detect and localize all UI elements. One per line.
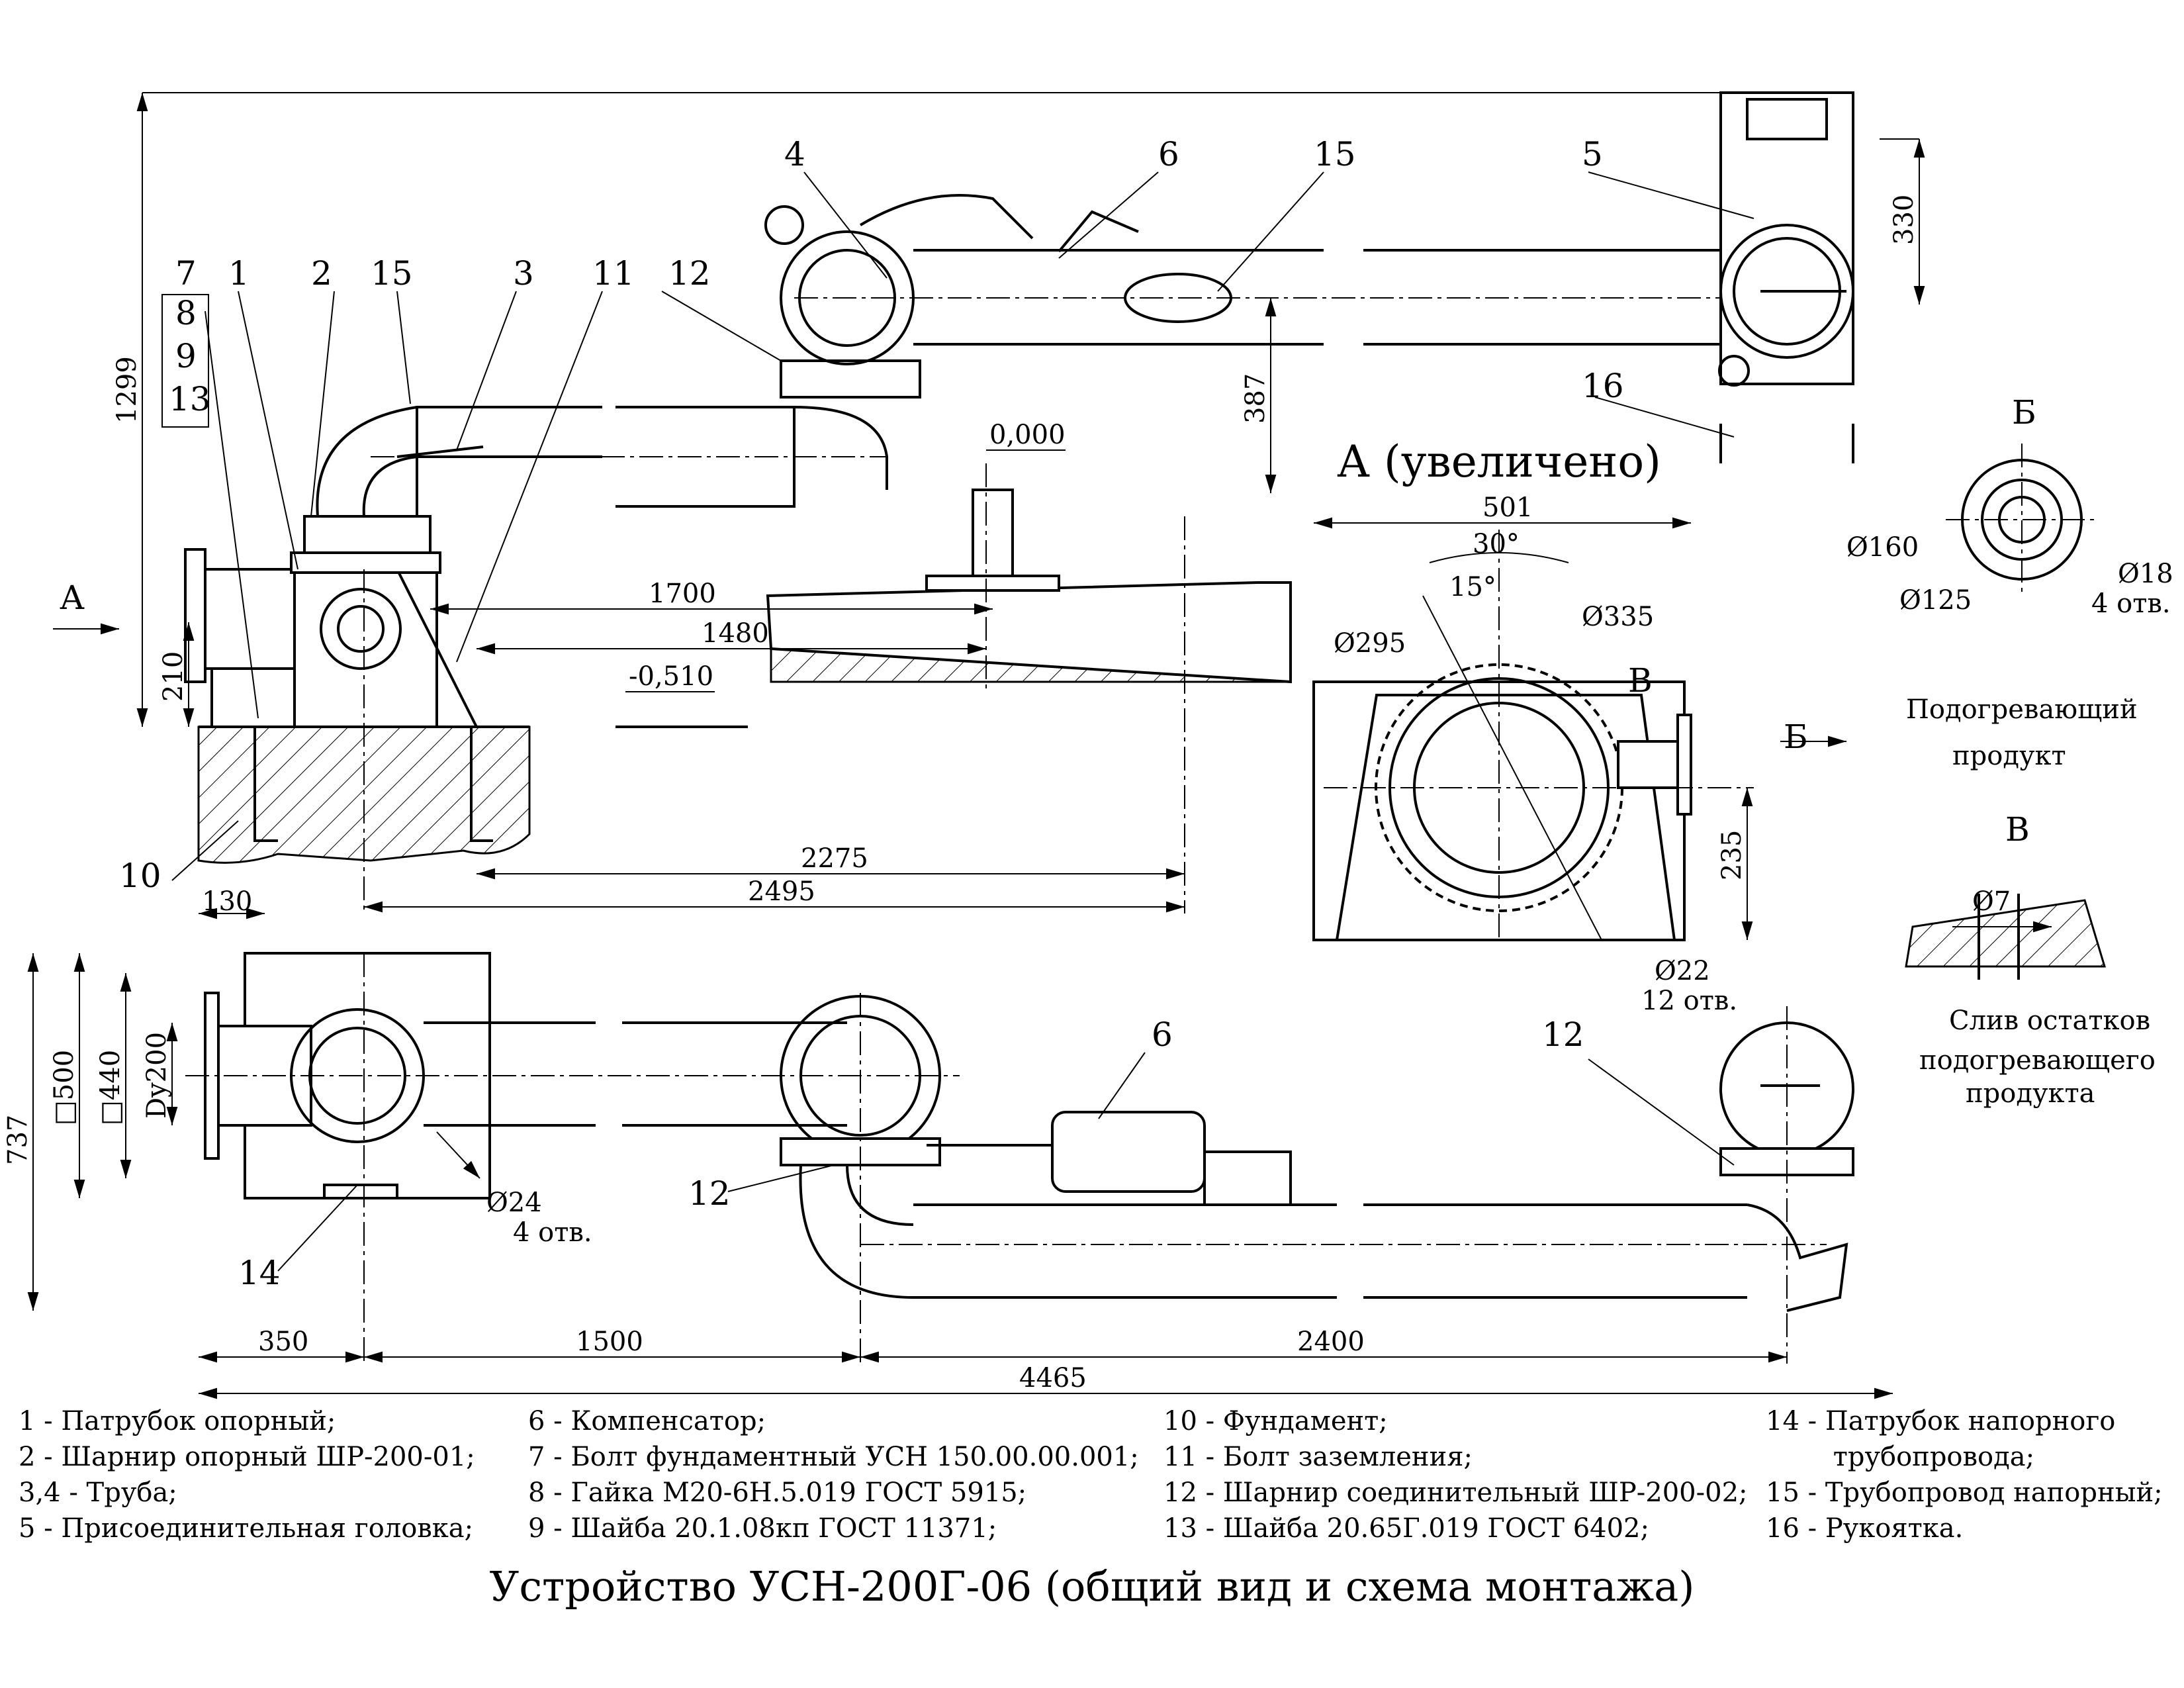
side-view — [184, 91, 1854, 914]
parts-legend: 1 - Патрубок опорный; 2 - Шарнир опорный… — [19, 1403, 2176, 1556]
callout-15: 15 — [371, 254, 413, 293]
callout-7: 7 — [175, 254, 197, 293]
callout-12b: 12 — [688, 1174, 731, 1213]
dia-22-count: 12 отв. — [1641, 986, 1737, 1016]
dia-18: Ø18 — [2118, 559, 2173, 589]
labels: 7 1 2 15 3 11 8 9 13 12 4 6 15 5 16 10 1… — [3, 135, 2173, 1393]
view-b — [1780, 444, 2098, 747]
callout-8: 8 — [175, 294, 197, 332]
dia-24-count: 4 отв. — [513, 1217, 592, 1248]
view-a — [1312, 517, 1754, 941]
legend-item: 15 - Трубопровод напорный; — [1766, 1477, 2163, 1508]
dim-130: 130 — [202, 886, 252, 917]
legend-column-1: 1 - Патрубок опорный; 2 - Шарнир опорный… — [19, 1403, 475, 1546]
leaders — [171, 171, 1754, 1272]
heating-2: продукт — [1952, 741, 2066, 771]
callout-15b: 15 — [1314, 135, 1356, 173]
callout-12c: 12 — [1542, 1015, 1584, 1054]
dia-295: Ø295 — [1334, 628, 1406, 659]
callout-4: 4 — [784, 135, 805, 173]
legend-item: 11 - Болт заземления; — [1163, 1442, 1473, 1472]
plan-dimensions — [27, 953, 1893, 1399]
dim-2275: 2275 — [801, 843, 868, 874]
callout-3: 3 — [513, 254, 534, 293]
view-v-mark: В — [1628, 661, 1653, 700]
detail-v — [1905, 894, 2107, 980]
callout-13: 13 — [169, 380, 211, 418]
callout-16: 16 — [1582, 367, 1624, 405]
legend-item: 8 - Гайка М20-6Н.5.019 ГОСТ 5915; — [528, 1477, 1027, 1508]
dim-737: 737 — [3, 1115, 33, 1165]
view-b-title: Б — [2012, 393, 2036, 432]
drain-1: Слив остатков — [1949, 1006, 2150, 1036]
elev-0: 0,000 — [989, 420, 1066, 450]
dia-125: Ø125 — [1899, 585, 1972, 616]
dia-335: Ø335 — [1582, 602, 1654, 632]
arrow-a-label: А — [60, 579, 85, 617]
callout-12: 12 — [668, 254, 711, 293]
legend-column-4: 14 - Патрубок напорного трубопровода; 15… — [1766, 1403, 2163, 1546]
dim-2400: 2400 — [1297, 1327, 1365, 1357]
dim-330: 330 — [1889, 195, 1919, 245]
legend-column-2: 6 - Компенсатор; 7 - Болт фундаментный У… — [528, 1403, 1139, 1546]
dia-7: Ø7 — [1972, 886, 2011, 917]
legend-item: трубопровода; — [1766, 1442, 2035, 1472]
callout-2: 2 — [311, 254, 332, 293]
legend-item: 2 - Шарнир опорный ШР-200-01; — [19, 1442, 475, 1472]
dim-1299: 1299 — [112, 356, 142, 424]
callout-6: 6 — [1158, 135, 1179, 173]
legend-item: 9 - Шайба 20.1.08кп ГОСТ 11371; — [528, 1513, 997, 1544]
legend-item: 7 - Болт фундаментный УСН 150.00.00.001; — [528, 1442, 1139, 1472]
legend-item: 5 - Присоединительная головка; — [19, 1513, 474, 1544]
drawing-title: Устройство УСН-200Г-06 (общий вид и схем… — [489, 1562, 1695, 1611]
legend-column-3: 10 - Фундамент; 11 - Болт заземления; 12… — [1163, 1403, 1748, 1546]
callout-10: 10 — [119, 857, 161, 895]
callout-5: 5 — [1582, 135, 1603, 173]
elev-minus: -0,510 — [629, 661, 713, 692]
dim-501: 501 — [1482, 492, 1533, 523]
dim-4465: 4465 — [1019, 1363, 1087, 1393]
dia-22: Ø22 — [1655, 956, 1710, 986]
legend-item: 13 - Шайба 20.65Г.019 ГОСТ 6402; — [1163, 1513, 1649, 1544]
callout-9: 9 — [175, 337, 197, 375]
foundation — [197, 726, 531, 864]
dia-24: Ø24 — [486, 1188, 542, 1218]
legend-item: 10 - Фундамент; — [1163, 1406, 1388, 1436]
dim-235: 235 — [1717, 830, 1747, 880]
callout-1: 1 — [228, 254, 250, 293]
legend-item: 16 - Рукоятка. — [1766, 1513, 1964, 1544]
view-a-title: А (увеличено) — [1337, 436, 1661, 487]
dim-350: 350 — [258, 1327, 308, 1357]
dim-210: 210 — [158, 651, 189, 702]
heating-1: Подогревающий — [1906, 694, 2138, 725]
legend-item: 14 - Патрубок напорного — [1766, 1406, 2116, 1436]
detail-v-title: В — [2005, 810, 2030, 849]
drain-2: подогревающего — [1919, 1045, 2156, 1076]
dim-387: 387 — [1240, 373, 1271, 424]
plan-view — [185, 952, 1854, 1364]
dim-sq500: □500 — [49, 1050, 79, 1125]
legend-item: 6 - Компенсатор; — [528, 1406, 766, 1436]
dim-sq440: □440 — [95, 1050, 126, 1125]
dia-18-count: 4 отв. — [2091, 588, 2171, 619]
dim-2495: 2495 — [748, 876, 815, 907]
legend-item: 3,4 - Труба; — [19, 1477, 177, 1508]
angle-15: 15° — [1449, 572, 1496, 602]
angle-30: 30° — [1473, 529, 1520, 559]
dim-1700: 1700 — [649, 579, 716, 609]
dia-160: Ø160 — [1846, 532, 1919, 563]
dim-1480: 1480 — [702, 618, 769, 649]
callout-6b: 6 — [1152, 1015, 1173, 1054]
arrow-b-label: Б — [1784, 718, 1808, 756]
side-dimensions — [53, 92, 1925, 919]
callout-11: 11 — [592, 254, 635, 293]
dim-1500: 1500 — [576, 1327, 643, 1357]
legend-item: 1 - Патрубок опорный; — [19, 1406, 336, 1436]
callout-14: 14 — [238, 1254, 281, 1292]
legend-item: 12 - Шарнир соединительный ШР-200-02; — [1163, 1477, 1748, 1508]
dim-dy200: Dy200 — [142, 1032, 172, 1119]
drain-3: продукта — [1966, 1078, 2095, 1109]
